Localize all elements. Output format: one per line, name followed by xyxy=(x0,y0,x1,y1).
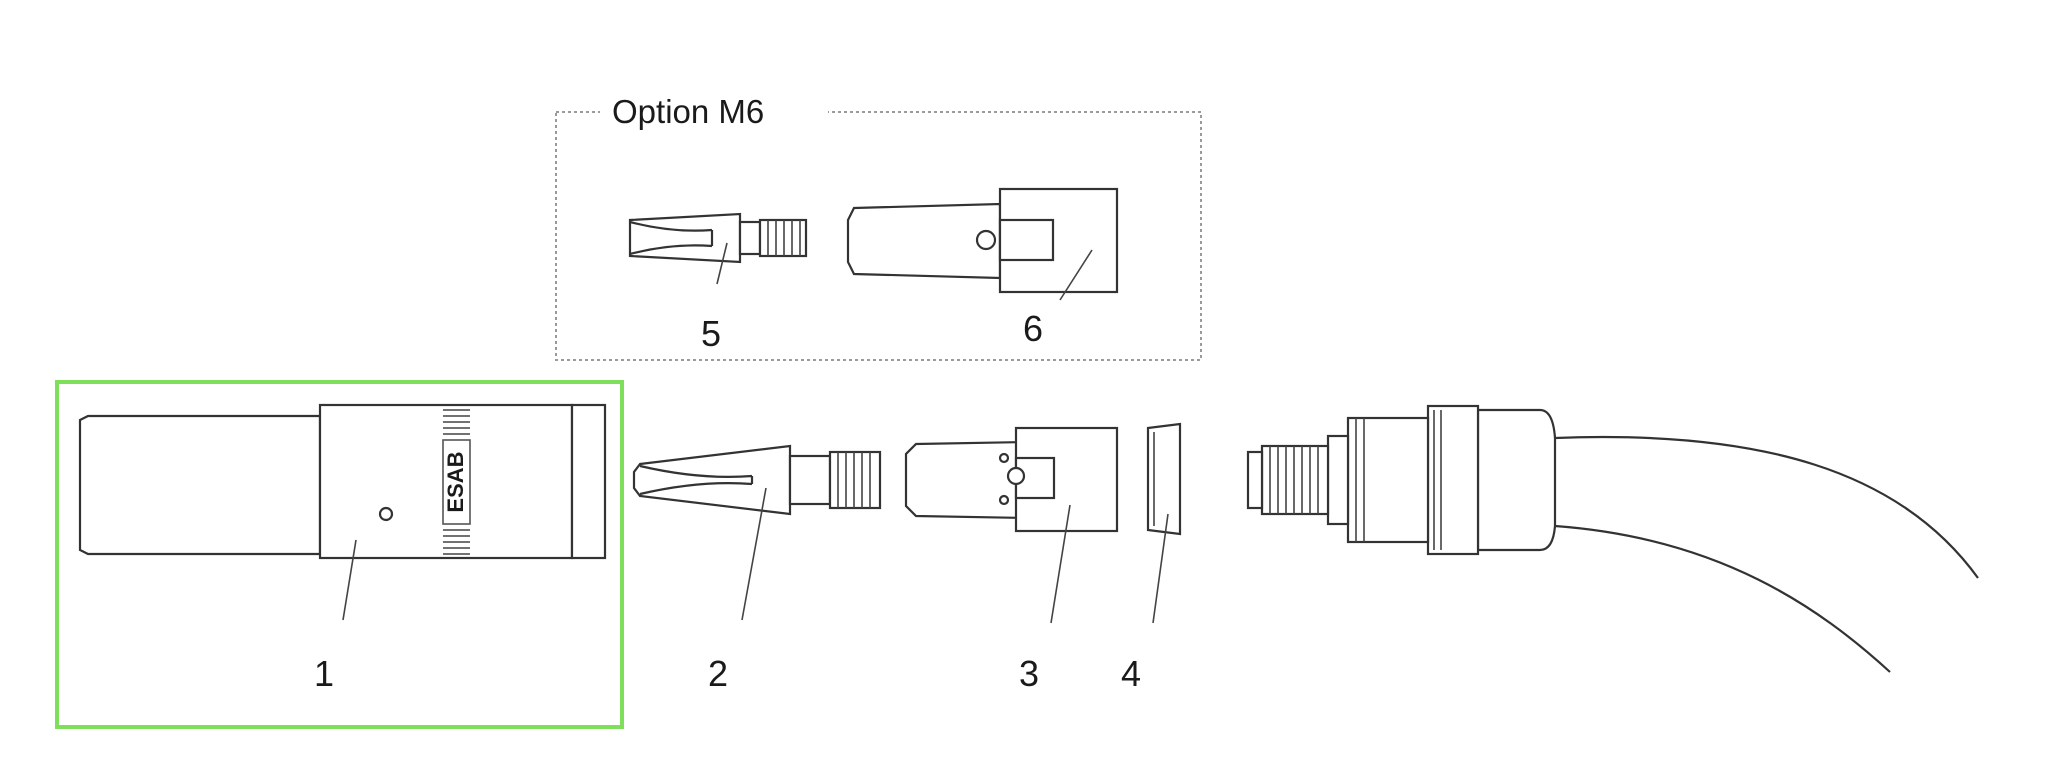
part-4-leader-line xyxy=(1152,513,1169,624)
part-5-callout: 5 xyxy=(701,313,721,354)
part-1-callout: 1 xyxy=(314,653,334,694)
option-m6-group: Option M6 5 6 xyxy=(555,88,1202,361)
part-3-callout: 3 xyxy=(1019,653,1039,694)
part-2-callout: 2 xyxy=(708,653,728,694)
option-m6-title: Option M6 xyxy=(612,93,764,130)
part-4-insulator[interactable]: 4 xyxy=(1121,422,1182,694)
option-m6-frame xyxy=(555,111,1202,361)
part-3-tip-adapter[interactable]: 3 xyxy=(904,426,1119,694)
part-2-contact-tip[interactable]: 2 xyxy=(632,444,882,694)
part-1-leader-line xyxy=(342,539,357,621)
part-6-tip-adapter[interactable]: 6 xyxy=(846,187,1119,349)
part-6-leader-line xyxy=(1059,249,1093,301)
part-3-leader-line xyxy=(1050,504,1071,624)
torch-neck xyxy=(1246,404,1979,673)
part-1-highlight-frame xyxy=(55,380,624,729)
part-1-nozzle[interactable]: ESAB 1 xyxy=(55,380,624,729)
esab-logo-text: ESAB xyxy=(443,451,468,512)
part-5-contact-tip[interactable]: 5 xyxy=(628,212,808,354)
part-5-leader-line xyxy=(716,242,728,285)
part-1-vent-hole xyxy=(378,506,394,522)
esab-band: ESAB xyxy=(442,409,471,555)
part-6-callout: 6 xyxy=(1023,308,1043,349)
part-4-callout: 4 xyxy=(1121,653,1141,694)
part-2-leader-line xyxy=(741,487,767,621)
